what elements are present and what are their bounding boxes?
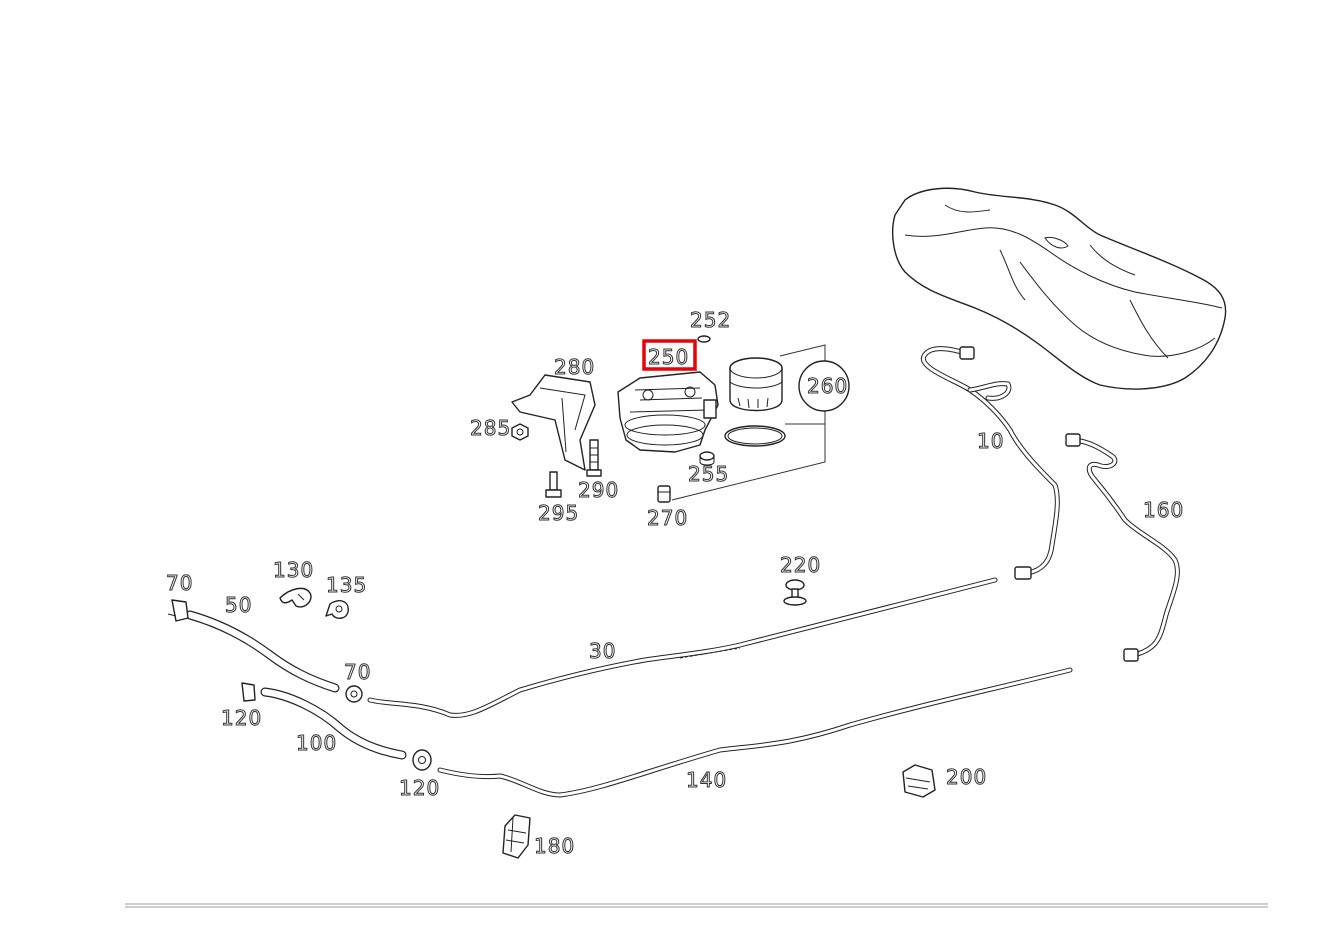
bolt-290[interactable]: [586, 439, 602, 477]
hose-50[interactable]: [185, 610, 340, 693]
seal-255[interactable]: [699, 451, 715, 466]
fuel-line-10[interactable]: [921, 346, 1060, 580]
callout-labels: 250 252 260 255 270 280 285 290 295 10 1…: [166, 308, 1184, 859]
clamp-70-left[interactable]: [167, 599, 189, 622]
clip-135[interactable]: [325, 600, 349, 619]
callout-180[interactable]: 180: [534, 834, 575, 859]
fuel-line-140[interactable]: [437, 667, 1073, 798]
clip-130[interactable]: [279, 587, 312, 608]
callout-252[interactable]: 252: [690, 308, 731, 333]
fuel-tank[interactable]: [892, 187, 1227, 390]
callout-120-left[interactable]: 120: [221, 706, 262, 731]
callout-130[interactable]: 130: [273, 558, 314, 583]
callout-290[interactable]: 290: [578, 478, 619, 503]
callout-100[interactable]: 100: [296, 731, 337, 756]
hose-100[interactable]: [260, 687, 407, 760]
fuel-line-30[interactable]: [367, 577, 998, 718]
callout-140[interactable]: 140: [686, 768, 727, 793]
callout-70-left[interactable]: 70: [166, 571, 193, 596]
bolt-295[interactable]: [545, 471, 562, 498]
nut-285[interactable]: [511, 423, 529, 441]
bracket-280[interactable]: [511, 374, 596, 471]
callout-120-lower[interactable]: 120: [399, 776, 440, 801]
callout-295[interactable]: 295: [538, 501, 579, 526]
callout-220[interactable]: 220: [780, 553, 821, 578]
callout-50[interactable]: 50: [225, 593, 252, 618]
callout-250[interactable]: 250: [648, 345, 689, 370]
callout-260-leader: [671, 344, 850, 501]
callout-160[interactable]: 160: [1143, 498, 1184, 523]
support-220[interactable]: [783, 579, 807, 606]
footer-divider: [125, 903, 1268, 908]
callout-260[interactable]: 260: [807, 374, 848, 399]
filter-element-260[interactable]: [724, 357, 786, 447]
callout-285[interactable]: 285: [470, 416, 511, 441]
clamp-70-middle[interactable]: [345, 685, 363, 703]
fuel-filter-250[interactable]: [617, 371, 719, 453]
callout-135[interactable]: 135: [326, 573, 367, 598]
callout-280[interactable]: 280: [554, 355, 595, 380]
callout-70-middle[interactable]: 70: [344, 660, 371, 685]
seal-252[interactable]: [697, 335, 711, 343]
selected-part-highlight: [642, 339, 697, 371]
fuel-line-160[interactable]: [1065, 433, 1180, 662]
plug-270[interactable]: [657, 485, 671, 503]
callout-30[interactable]: 30: [589, 639, 616, 664]
clamp-120-lower[interactable]: [412, 749, 432, 771]
callout-270[interactable]: 270: [647, 506, 688, 531]
valve-180[interactable]: [502, 814, 531, 859]
callout-255[interactable]: 255: [688, 462, 729, 487]
callout-10[interactable]: 10: [977, 429, 1004, 454]
clamp-120-left[interactable]: [241, 682, 256, 702]
callout-200[interactable]: 200: [946, 765, 987, 790]
module-200[interactable]: [902, 764, 936, 798]
